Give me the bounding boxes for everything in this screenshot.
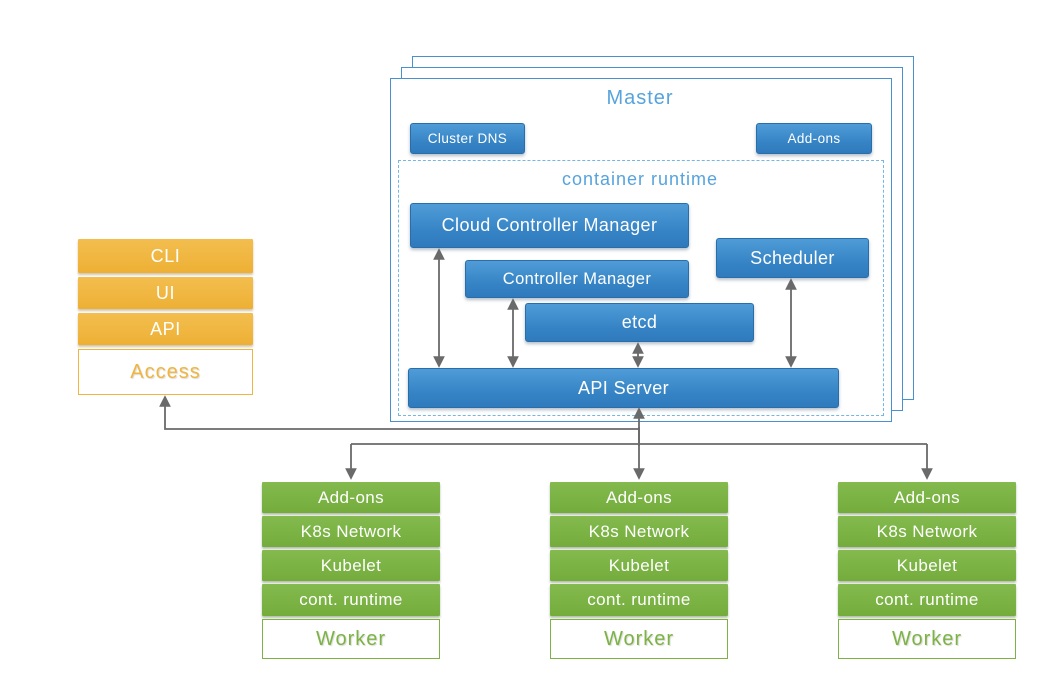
worker1-addons: Add-ons [262,482,440,513]
controller-manager-box: Controller Manager [465,260,689,298]
worker3-group-label: Worker [838,619,1016,659]
access-panel: CLI UI API Access [78,239,253,395]
access-item-api: API [78,313,253,345]
etcd-box: etcd [525,303,754,342]
access-item-ui: UI [78,277,253,309]
worker2-kubelet: Kubelet [550,550,728,581]
worker-node-3: Add-ons K8s Network Kubelet cont. runtim… [838,482,1016,659]
worker3-kubelet: Kubelet [838,550,1016,581]
worker3-addons: Add-ons [838,482,1016,513]
cluster-dns-box: Cluster DNS [410,123,525,154]
worker3-cont-runtime: cont. runtime [838,584,1016,616]
worker1-kubelet: Kubelet [262,550,440,581]
api-server-box: API Server [408,368,839,408]
scheduler-box: Scheduler [716,238,869,278]
container-runtime-title: container runtime [561,169,719,189]
master-title: Master [606,87,674,109]
access-item-cli: CLI [78,239,253,273]
master-addons-box: Add-ons [756,123,872,154]
worker2-addons: Add-ons [550,482,728,513]
worker1-k8s-network: K8s Network [262,516,440,547]
worker-node-1: Add-ons K8s Network Kubelet cont. runtim… [262,482,440,659]
worker1-group-label: Worker [262,619,440,659]
worker-node-2: Add-ons K8s Network Kubelet cont. runtim… [550,482,728,659]
worker2-k8s-network: K8s Network [550,516,728,547]
worker1-cont-runtime: cont. runtime [262,584,440,616]
worker2-group-label: Worker [550,619,728,659]
cloud-controller-manager-box: Cloud Controller Manager [410,203,689,248]
worker3-k8s-network: K8s Network [838,516,1016,547]
worker2-cont-runtime: cont. runtime [550,584,728,616]
access-group-label: Access [78,349,253,395]
